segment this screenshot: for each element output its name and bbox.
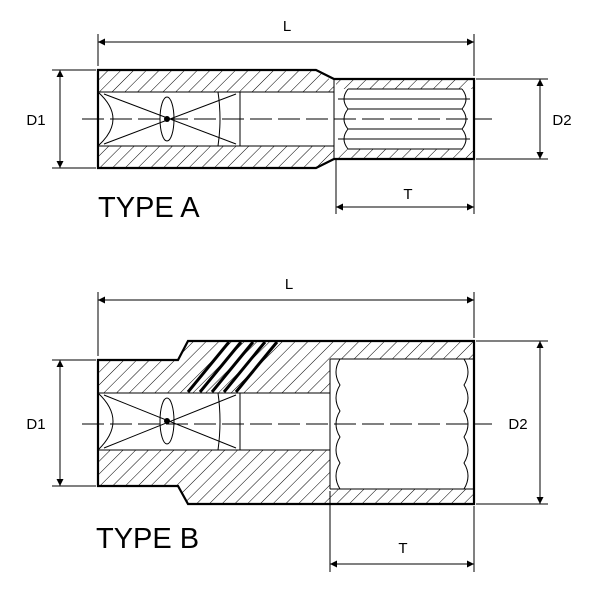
- type-b-caption: TYPE B: [96, 523, 199, 555]
- type-a-d2-dimension: D2: [476, 78, 572, 160]
- type-a-caption: TYPE A: [98, 192, 200, 224]
- type-b-outline: [96, 339, 476, 506]
- type-b-drawing: L D1 D2 T TYPE B: [26, 276, 548, 572]
- type-a-wall-section: [98, 70, 474, 168]
- type-a-depth-label: T: [403, 186, 412, 203]
- type-a-depth-dimension: T: [335, 160, 475, 214]
- type-b-length-label: L: [285, 276, 293, 293]
- type-b-depth-dimension: T: [329, 491, 475, 572]
- type-b-d2-dimension: D2: [476, 340, 548, 505]
- type-b-d1-label: D1: [26, 416, 45, 433]
- type-b-d1-dimension: D1: [26, 359, 96, 487]
- type-b-wall-section: [98, 341, 474, 504]
- type-b-length-dimension: L: [97, 276, 475, 356]
- type-a-d2-label: D2: [552, 112, 571, 129]
- type-a-length-dimension: L: [97, 18, 475, 76]
- type-a-d1-label: D1: [26, 112, 45, 129]
- type-b-d2-label: D2: [508, 416, 527, 433]
- type-a-length-label: L: [283, 18, 291, 35]
- type-a-d1-dimension: D1: [26, 69, 96, 169]
- type-b-square-drive: [97, 392, 237, 451]
- type-a-drawing: L D1 D2 T TYPE A: [26, 18, 571, 224]
- type-b-depth-label: T: [398, 540, 407, 557]
